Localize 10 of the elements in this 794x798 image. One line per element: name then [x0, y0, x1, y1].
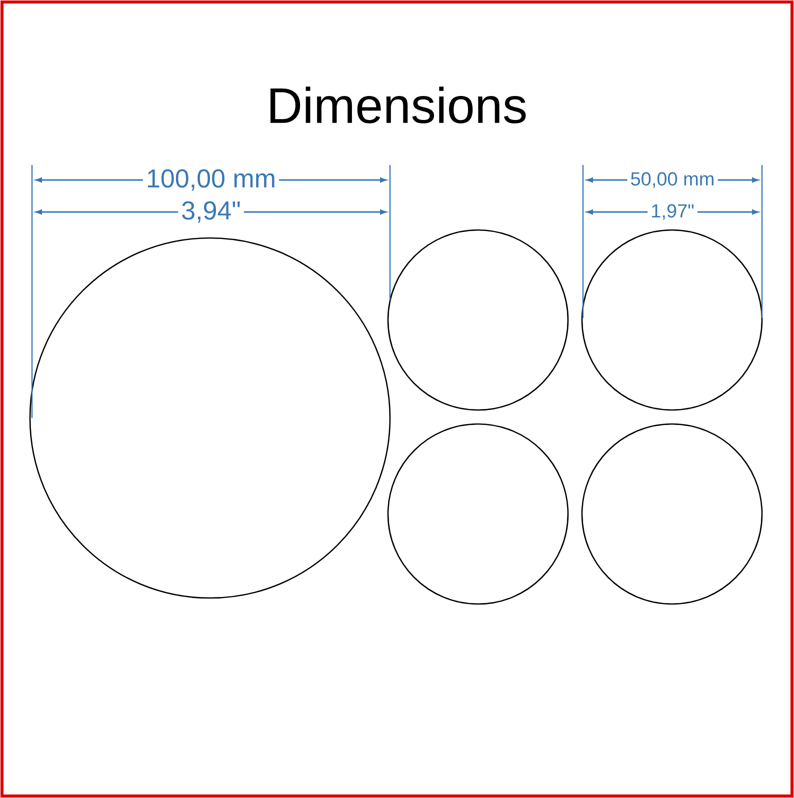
circle-shape	[29, 237, 391, 599]
dimension-text: 1,97"	[648, 201, 698, 223]
dimension-text: 50,00 mm	[627, 169, 718, 191]
circle-shape	[387, 423, 569, 605]
dimension-text: 3,94"	[178, 198, 244, 226]
dimension-text: 100,00 mm	[142, 166, 280, 194]
circle-shape	[387, 229, 569, 411]
title: Dimensions	[270, 86, 526, 124]
circle-shape	[581, 229, 763, 411]
circle-shape	[581, 423, 763, 605]
